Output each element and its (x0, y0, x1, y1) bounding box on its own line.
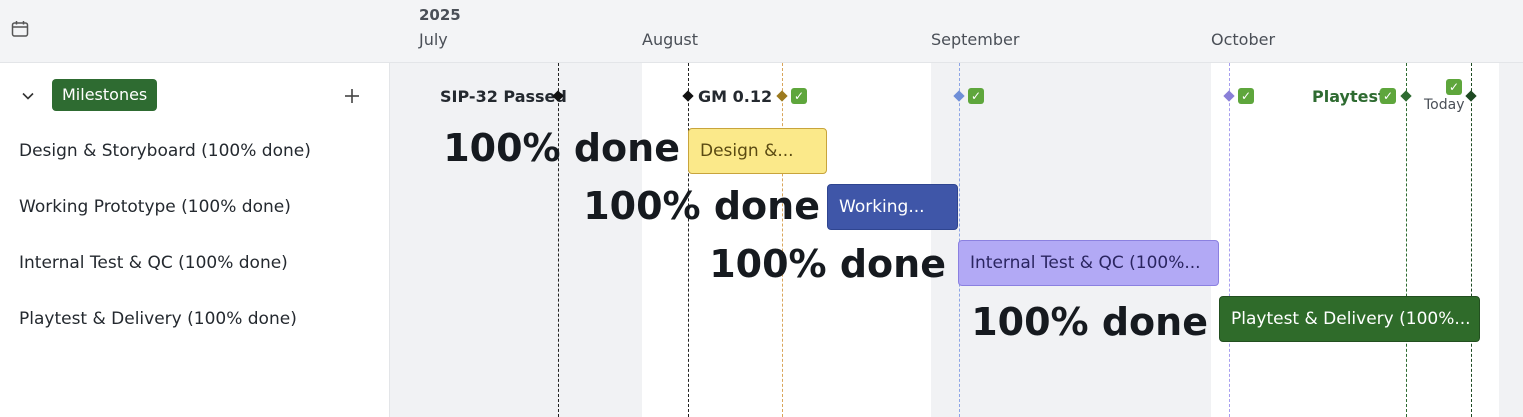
timeline-band-august (642, 63, 931, 417)
milestone-line-purple (1229, 63, 1230, 417)
milestone-line-gm (688, 63, 689, 417)
milestone-line-gold (782, 63, 783, 417)
month-label-july: July (419, 30, 448, 49)
timeline-band-november (1499, 63, 1523, 417)
milestone-line-sip32 (558, 63, 559, 417)
task-list-panel (0, 63, 390, 417)
gantt-bar-design[interactable]: Design &... (688, 128, 827, 174)
month-label-august: August (642, 30, 698, 49)
check-icon: ✓ (791, 88, 807, 104)
calendar-icon[interactable] (11, 20, 29, 38)
milestone-line-playtest (1406, 63, 1407, 417)
task-label-prototype[interactable]: Working Prototype (100% done) (19, 197, 291, 217)
check-icon: ✓ (968, 88, 984, 104)
timeline-header (0, 0, 1523, 63)
progress-label-playtest: 100% done (971, 300, 1208, 344)
month-label-september: September (931, 30, 1020, 49)
task-label-internal-test[interactable]: Internal Test & QC (100% done) (19, 253, 288, 273)
milestone-label-gm[interactable]: GM 0.12 (698, 87, 773, 106)
plus-icon[interactable] (341, 85, 363, 107)
gantt-bar-prototype[interactable]: Working... (827, 184, 958, 230)
milestones-group-badge[interactable]: Milestones (52, 79, 158, 111)
progress-label-design: 100% done (443, 126, 680, 170)
task-label-playtest[interactable]: Playtest & Delivery (100% done) (19, 309, 297, 329)
gantt-bar-playtest[interactable]: Playtest & Delivery (100%... (1219, 296, 1480, 342)
gantt-bar-internal-test[interactable]: Internal Test & QC (100%... (958, 240, 1219, 286)
milestone-label-sip32[interactable]: SIP-32 Passed (440, 87, 567, 106)
today-label: Today (1424, 97, 1465, 113)
progress-label-internal-test: 100% done (709, 242, 946, 286)
check-icon: ✓ (1380, 88, 1396, 104)
task-label-design[interactable]: Design & Storyboard (100% done) (19, 141, 311, 161)
timeline-band-july (390, 63, 642, 417)
check-icon: ✓ (1446, 79, 1462, 95)
timeline-band-october (1211, 63, 1499, 417)
check-icon: ✓ (1238, 88, 1254, 104)
year-label: 2025 (419, 6, 461, 24)
milestone-line-today (1471, 63, 1472, 417)
chevron-down-icon[interactable] (20, 88, 36, 104)
month-label-october: October (1211, 30, 1276, 49)
milestone-label-playtest[interactable]: Playtest (1312, 87, 1386, 106)
progress-label-prototype: 100% done (583, 184, 820, 228)
